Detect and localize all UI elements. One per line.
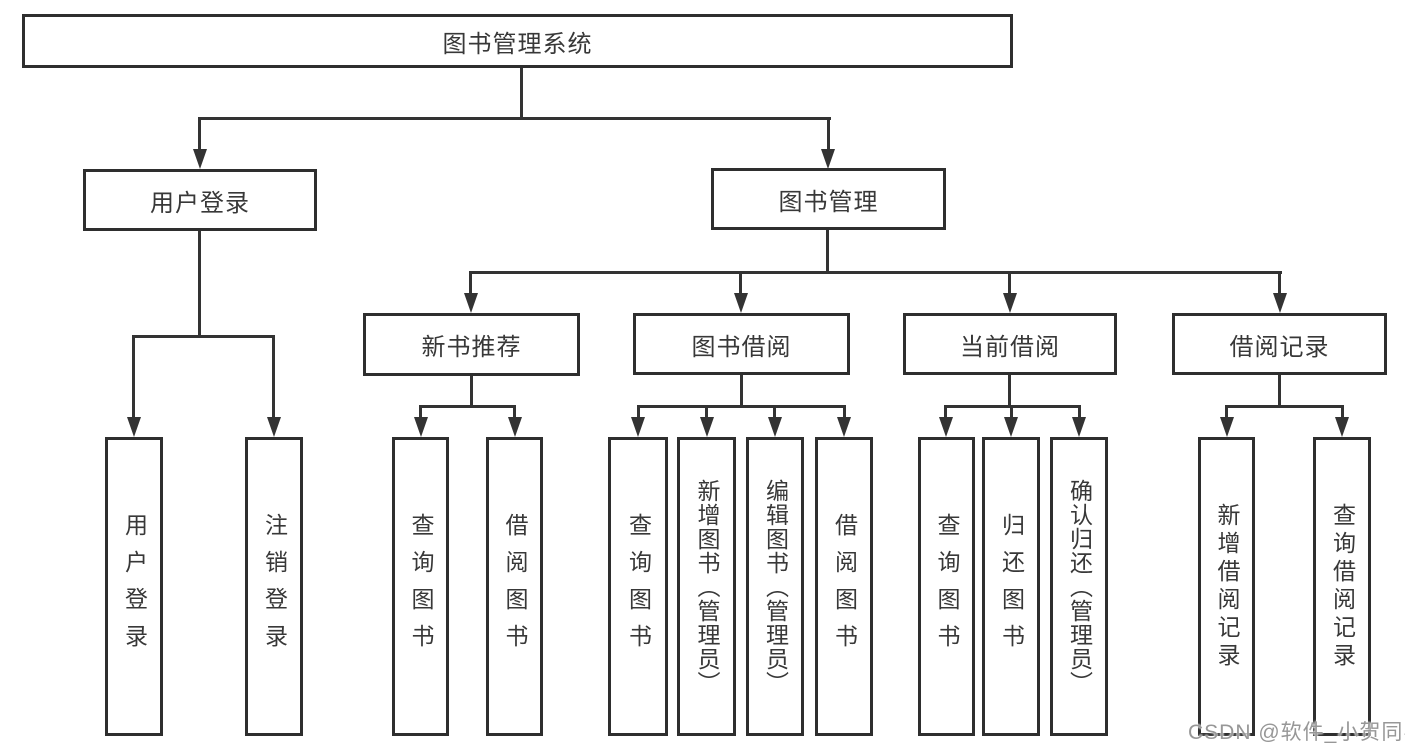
node-label: 借阅记录 [1229,333,1330,361]
connector-line [198,117,201,151]
connector-line [132,335,135,419]
leaf-logout: 注销登录 [245,437,303,736]
connector-line [637,405,846,408]
arrow-down-icon [1003,293,1017,313]
node-label: 归还图书 [998,512,1025,661]
connector-line [1278,375,1281,408]
arrow-down-icon [464,293,478,313]
connector-line [705,405,708,419]
connector-line [520,68,523,119]
node-label: 注销登录 [261,512,288,661]
node-label: 确认归还（管理员） [1066,478,1093,695]
connector-line [1010,405,1013,419]
node-book-management: 图书管理 [711,168,946,230]
leaf-record-add-borrow-record: 新增借阅记录 [1198,437,1255,736]
connector-line [419,405,422,419]
arrow-down-icon [1072,417,1086,437]
node-current-borrowing: 当前借阅 [903,313,1117,375]
node-label: 查询图书 [408,512,434,661]
connector-line [470,376,473,408]
node-label: 编辑图书（管理员） [762,478,789,695]
node-label: 用户登录 [150,189,250,217]
connector-line [826,230,829,274]
arrow-down-icon [267,417,281,437]
leaf-current-confirm-return-admin: 确认归还（管理员） [1050,437,1108,736]
node-user-login: 用户登录 [83,169,317,231]
connector-line [469,271,472,295]
connector-line [198,117,831,120]
connector-line [1225,405,1228,419]
node-label: 图书管理系统 [442,30,593,58]
arrow-down-icon [768,417,782,437]
connector-line [198,231,201,338]
node-library-management-system: 图书管理系统 [22,14,1013,68]
connector-line [773,405,776,419]
node-book-borrowing: 图书借阅 [633,313,850,375]
connector-line [1341,405,1344,419]
arrow-down-icon [1220,417,1234,437]
node-label: 新书推荐 [421,334,522,361]
node-label: 新增借阅记录 [1214,502,1240,671]
leaf-borrow-edit-book-admin: 编辑图书（管理员） [746,437,804,736]
connector-line [637,405,640,419]
connector-line [944,405,947,419]
arrow-down-icon [837,417,851,437]
leaf-borrow-query-book: 查询图书 [608,437,668,736]
arrow-down-icon [700,417,714,437]
arrow-down-icon [1335,417,1349,437]
leaf-current-return-book: 归还图书 [982,437,1040,736]
node-borrowing-records: 借阅记录 [1172,313,1387,375]
arrow-down-icon [734,293,748,313]
connector-line [272,335,275,419]
arrow-down-icon [127,417,141,437]
node-new-book-recommend: 新书推荐 [363,313,580,376]
arrow-down-icon [193,149,207,169]
arrow-down-icon [631,417,645,437]
arrow-down-icon [414,417,428,437]
connector-line [469,271,1282,274]
connector-line [827,117,830,151]
connector-line [740,375,743,408]
arrow-down-icon [821,149,835,169]
connector-line [132,335,275,338]
node-label: 查询图书 [934,512,960,661]
node-label: 借阅图书 [831,512,858,661]
leaf-newrec-borrow-book: 借阅图书 [486,437,543,736]
node-label: 查询借阅记录 [1329,502,1356,671]
arrow-down-icon [1273,293,1287,313]
leaf-record-query-borrow-record: 查询借阅记录 [1313,437,1371,736]
leaf-borrow-borrow-book: 借阅图书 [815,437,873,736]
arrow-down-icon [939,417,953,437]
leaf-current-query-book: 查询图书 [918,437,975,736]
connector-line [1278,271,1281,295]
node-label: 图书管理 [778,188,879,216]
connector-line [419,405,516,408]
leaf-user-login: 用户登录 [105,437,163,736]
arrow-down-icon [508,417,522,437]
leaf-newrec-query-book: 查询图书 [392,437,449,736]
node-label: 借阅图书 [502,512,528,661]
connector-line [1225,405,1344,408]
node-label: 新增图书（管理员） [694,478,720,695]
connector-line [1008,375,1011,408]
connector-line [1078,405,1081,419]
connector-line [843,405,846,419]
node-label: 图书借阅 [691,333,792,361]
node-label: 当前借阅 [960,333,1060,361]
leaf-borrow-add-book-admin: 新增图书（管理员） [677,437,736,736]
node-label: 查询图书 [625,512,652,661]
connector-line [1008,271,1011,295]
connector-line [513,405,516,419]
node-label: 用户登录 [121,512,148,661]
connector-line [739,271,742,295]
arrow-down-icon [1004,417,1018,437]
csdn-watermark: CSDN @软件_小贺同学 [1188,721,1405,744]
